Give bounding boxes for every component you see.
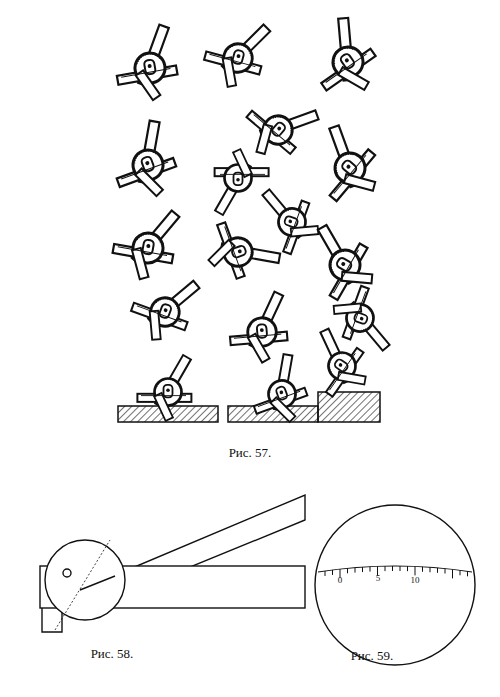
scale-tick <box>437 568 438 573</box>
scale-number: 5 <box>376 574 381 583</box>
scale-number: 10 <box>411 576 420 585</box>
scale-tick <box>467 571 468 576</box>
scale-tick <box>415 566 416 575</box>
protractor-schematic <box>40 495 305 632</box>
scale-tick <box>355 568 356 573</box>
scale-tick <box>422 567 423 572</box>
figure-caption: Рис. 59. <box>351 649 394 662</box>
scale-tick <box>452 569 453 578</box>
scale-view <box>315 505 475 665</box>
scale-tick <box>392 566 393 571</box>
scale-tick <box>385 566 386 571</box>
scale-tick <box>460 570 461 575</box>
scale-tick <box>430 567 431 572</box>
scale-tick <box>407 566 408 571</box>
figure-caption: Рис. 58. <box>91 647 134 660</box>
scale-tick <box>400 566 401 571</box>
figure-caption: Рис. 57. <box>229 446 272 459</box>
scale-tick <box>347 568 348 573</box>
scale-tick <box>332 570 333 575</box>
scale-tick <box>370 567 371 572</box>
scale-tick <box>445 569 446 574</box>
scale-tick <box>362 567 363 572</box>
scale-tick <box>325 571 326 576</box>
scale-number: 0 <box>338 576 343 585</box>
